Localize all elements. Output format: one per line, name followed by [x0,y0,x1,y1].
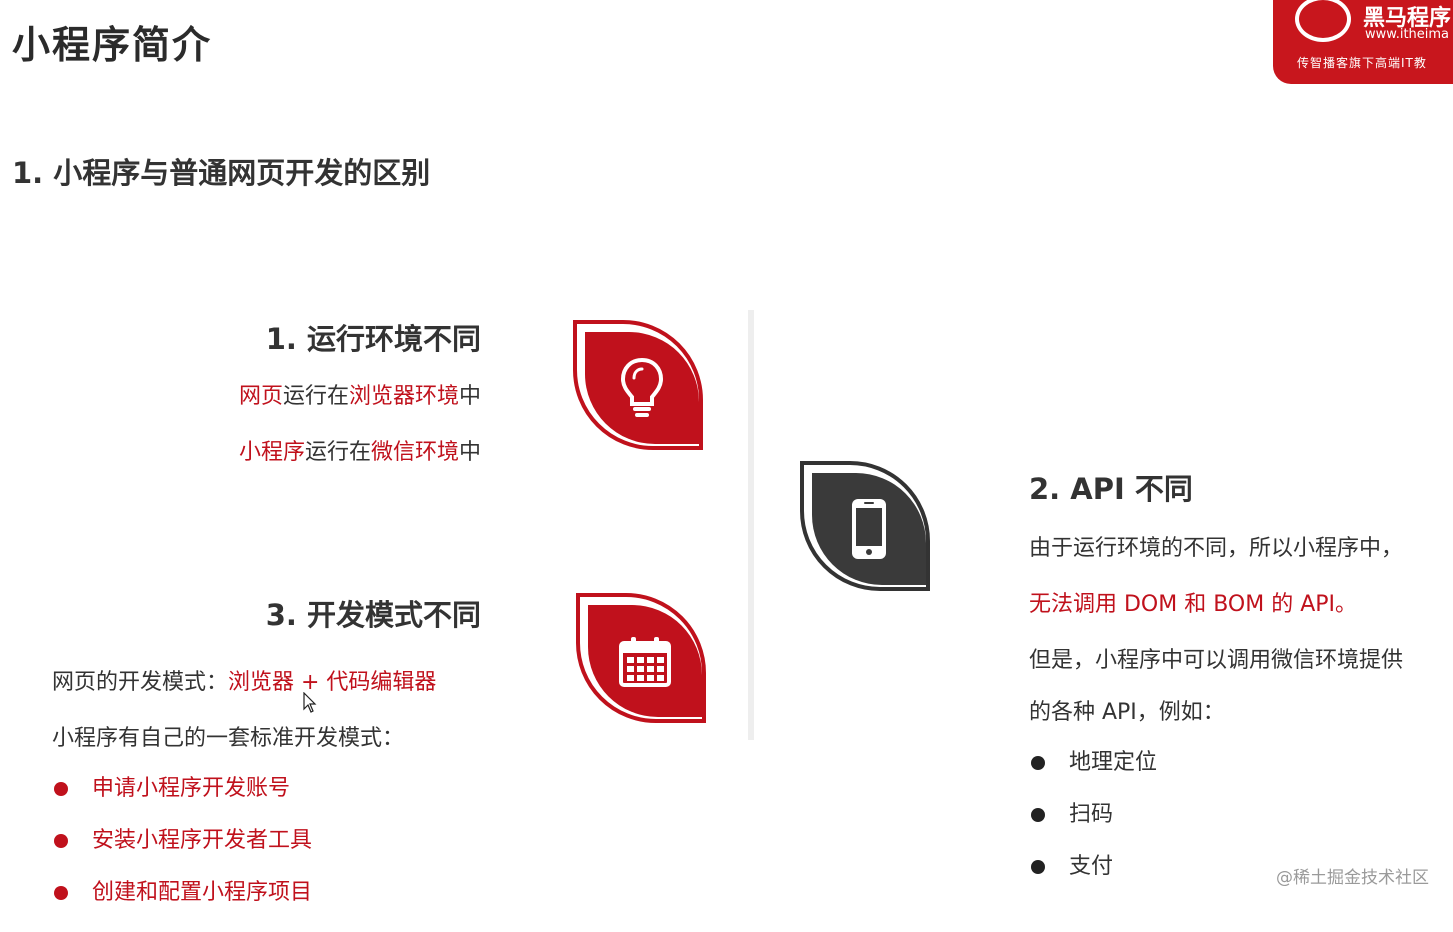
lightbulb-badge [573,320,703,450]
smartphone-icon [852,499,886,559]
devmode-block: 网页的开发模式：浏览器 + 代码编辑器 小程序有自己的一套标准开发模式： 申请小… [52,664,436,932]
runtime-heading: 1. 运行环境不同 [265,322,481,356]
list-item: 安装小程序开发者工具 [52,828,436,880]
bullet-icon [1031,756,1045,770]
calendar-icon [619,637,671,687]
list-item: 地理定位 [1029,750,1453,802]
list-item: 扫码 [1029,802,1453,854]
miniprogram-text: 小程序 [238,440,305,465]
logo-url: www.itheima [1365,27,1450,42]
list-item: 支付 [1029,854,1453,906]
miniprogram-devmode-intro: 小程序有自己的一套标准开发模式： [52,726,405,751]
page-title: 小程序简介 [12,23,213,67]
mouse-cursor-icon [303,692,317,713]
api-heading: 2. API 不同 [1029,472,1193,506]
bullet-icon [54,834,68,848]
web-devmode-value: 浏览器 + 代码编辑器 [228,670,437,695]
calendar-badge [576,593,706,723]
web-devmode-label: 网页的开发模式： [52,670,229,695]
list-item: 创建和配置小程序项目 [52,880,436,932]
runtime-line-web: 网页运行在浏览器环境中 [239,378,481,410]
vertical-divider [748,310,754,740]
runtime-line-miniprogram: 小程序运行在微信环境中 [239,434,481,466]
smartphone-badge [800,461,930,591]
api-example-list: 地理定位 扫码 支付 [1029,750,1453,906]
logo-name: 黑马程序 [1363,6,1452,31]
list-item: 申请小程序开发账号 [52,776,436,828]
devmode-heading: 3. 开发模式不同 [265,598,481,632]
web-text: 网页 [238,384,283,409]
bullet-icon [1031,860,1045,874]
in-text: 中 [458,440,481,465]
in-text: 中 [458,384,481,409]
brand-logo: 黑马程序 www.itheima 传智播客旗下高端IT教 [1273,0,1453,84]
devmode-step-list: 申请小程序开发账号 安装小程序开发者工具 创建和配置小程序项目 [52,776,436,932]
api-p2: 无法调用 DOM 和 BOM 的 API。 [1029,592,1358,617]
api-block: 2. API 不同 由于运行环境的不同，所以小程序中， 无法调用 DOM 和 B… [1029,466,1453,906]
logo-slogan: 传智播客旗下高端IT教 [1297,56,1427,70]
lightbulb-icon [620,357,664,417]
section-title: 1. 小程序与普通网页开发的区别 [12,156,431,190]
web-devmode-line: 网页的开发模式：浏览器 + 代码编辑器 [52,664,436,696]
api-p3: 但是，小程序中可以调用微信环境提供 [1029,648,1404,673]
runs-on-text: 运行在 [282,384,349,409]
runtime-block: 1. 运行环境不同 网页运行在浏览器环境中 小程序运行在微信环境中 [239,316,481,466]
api-p1: 由于运行环境的不同，所以小程序中， [1029,536,1404,561]
runs-on-text: 运行在 [304,440,371,465]
browser-env-text: 浏览器环境 [348,384,459,409]
bullet-icon [1031,808,1045,822]
watermark: @稀土掘金技术社区 [1276,868,1429,888]
wechat-env-text: 微信环境 [370,440,459,465]
api-p4: 的各种 API，例如： [1029,700,1225,725]
bullet-icon [54,782,68,796]
bullet-icon [54,886,68,900]
horse-logo-icon [1295,0,1351,42]
